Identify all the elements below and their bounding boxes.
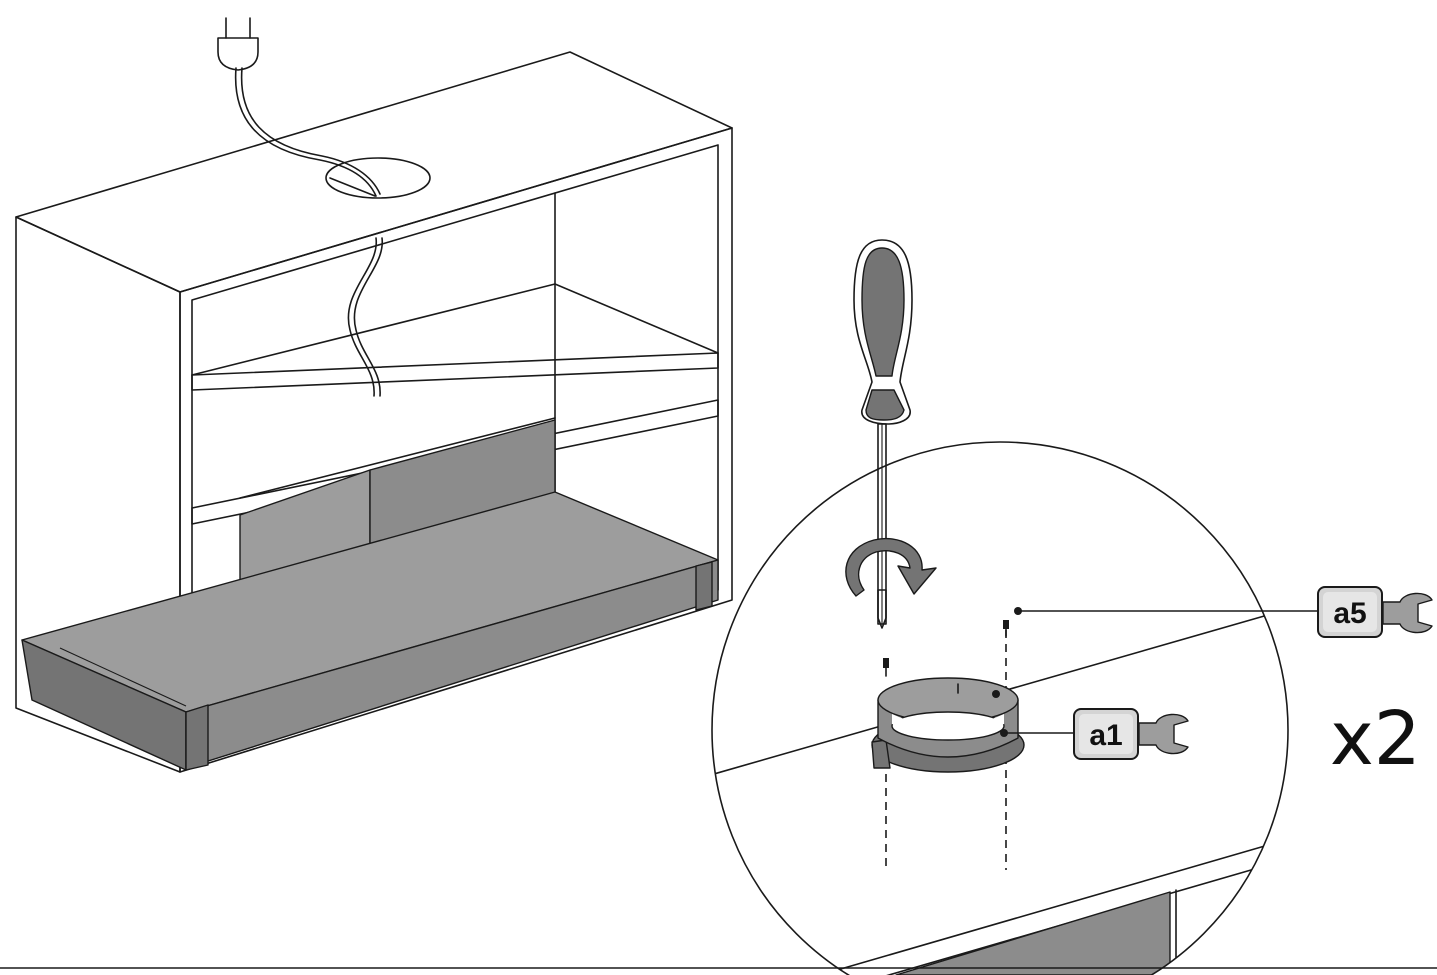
plug-icon (217, 17, 259, 71)
power-cable (234, 67, 383, 397)
shelf-top (191, 352, 719, 391)
quantity-label: x2 (1330, 696, 1421, 782)
ring-flange (871, 677, 1025, 773)
screw (1003, 620, 1009, 637)
hood-unit (21, 419, 719, 771)
detail-view (712, 599, 1288, 975)
part-label-a1: a1 (1073, 708, 1189, 760)
detail-circle (711, 441, 1289, 975)
cabinet (15, 51, 733, 773)
screwdriver-icon (853, 239, 913, 629)
part-label-a5: a5 (1317, 586, 1433, 638)
cable-hole (325, 157, 431, 199)
clockwise-arrow-icon (845, 538, 937, 597)
wrench-icon (1382, 592, 1433, 634)
detail-hood (895, 891, 1171, 975)
label-a5-text: a5 (1333, 597, 1366, 630)
screw (883, 658, 889, 677)
wrench-icon (1138, 713, 1189, 755)
label-a1-text: a1 (1089, 719, 1122, 752)
